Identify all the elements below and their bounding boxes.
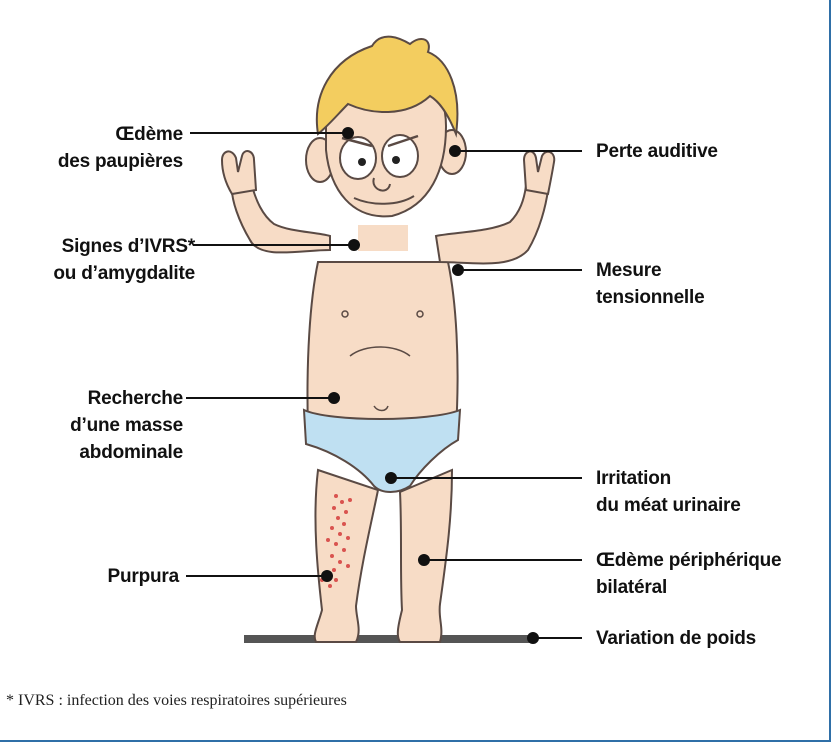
label-tension-line1: Mesure (596, 257, 704, 284)
label-perte-auditive-line1: Perte auditive (596, 138, 718, 165)
label-irritation: Irritation du méat urinaire (596, 465, 741, 519)
label-ivrs: Signes d’IVRS* ou d’amygdalite (53, 233, 195, 287)
label-oedeme-paupieres-line1: Œdème (58, 121, 183, 148)
footnote: * IVRS : infection des voies respiratoir… (6, 692, 347, 710)
label-oedeme-periph-line1: Œdème périphérique (596, 547, 781, 574)
label-oedeme-peripherique: Œdème périphérique bilatéral (596, 547, 781, 601)
right-arm (436, 186, 548, 264)
label-irritation-line1: Irritation (596, 465, 741, 492)
label-masse-abdominale: Recherche d’une masse abdominale (70, 385, 183, 466)
label-oedeme-paupieres: Œdème des paupières (58, 121, 183, 175)
label-poids-line1: Variation de poids (596, 625, 756, 652)
label-purpura-line1: Purpura (108, 563, 179, 590)
label-ivrs-line2: ou d’amygdalite (53, 260, 195, 287)
label-mesure-tensionnelle: Mesure tensionnelle (596, 257, 704, 311)
left-hand (222, 151, 256, 194)
right-hand (524, 151, 554, 194)
neck (358, 225, 408, 251)
weighing-scale (244, 635, 532, 643)
left-pupil (358, 158, 366, 166)
label-masse-line1: Recherche (70, 385, 183, 412)
label-masse-line2: d’une masse (70, 412, 183, 439)
label-purpura: Purpura (108, 563, 179, 590)
label-perte-auditive: Perte auditive (596, 138, 718, 165)
label-oedeme-periph-line2: bilatéral (596, 574, 781, 601)
label-variation-poids: Variation de poids (596, 625, 756, 652)
label-ivrs-line1: Signes d’IVRS* (53, 233, 195, 260)
torso (307, 262, 457, 430)
left-leg (315, 470, 378, 642)
label-tension-line2: tensionnelle (596, 284, 704, 311)
right-pupil (392, 156, 400, 164)
label-irritation-line2: du méat urinaire (596, 492, 741, 519)
label-oedeme-paupieres-line2: des paupières (58, 148, 183, 175)
label-masse-line3: abdominale (70, 439, 183, 466)
left-arm (232, 186, 330, 253)
